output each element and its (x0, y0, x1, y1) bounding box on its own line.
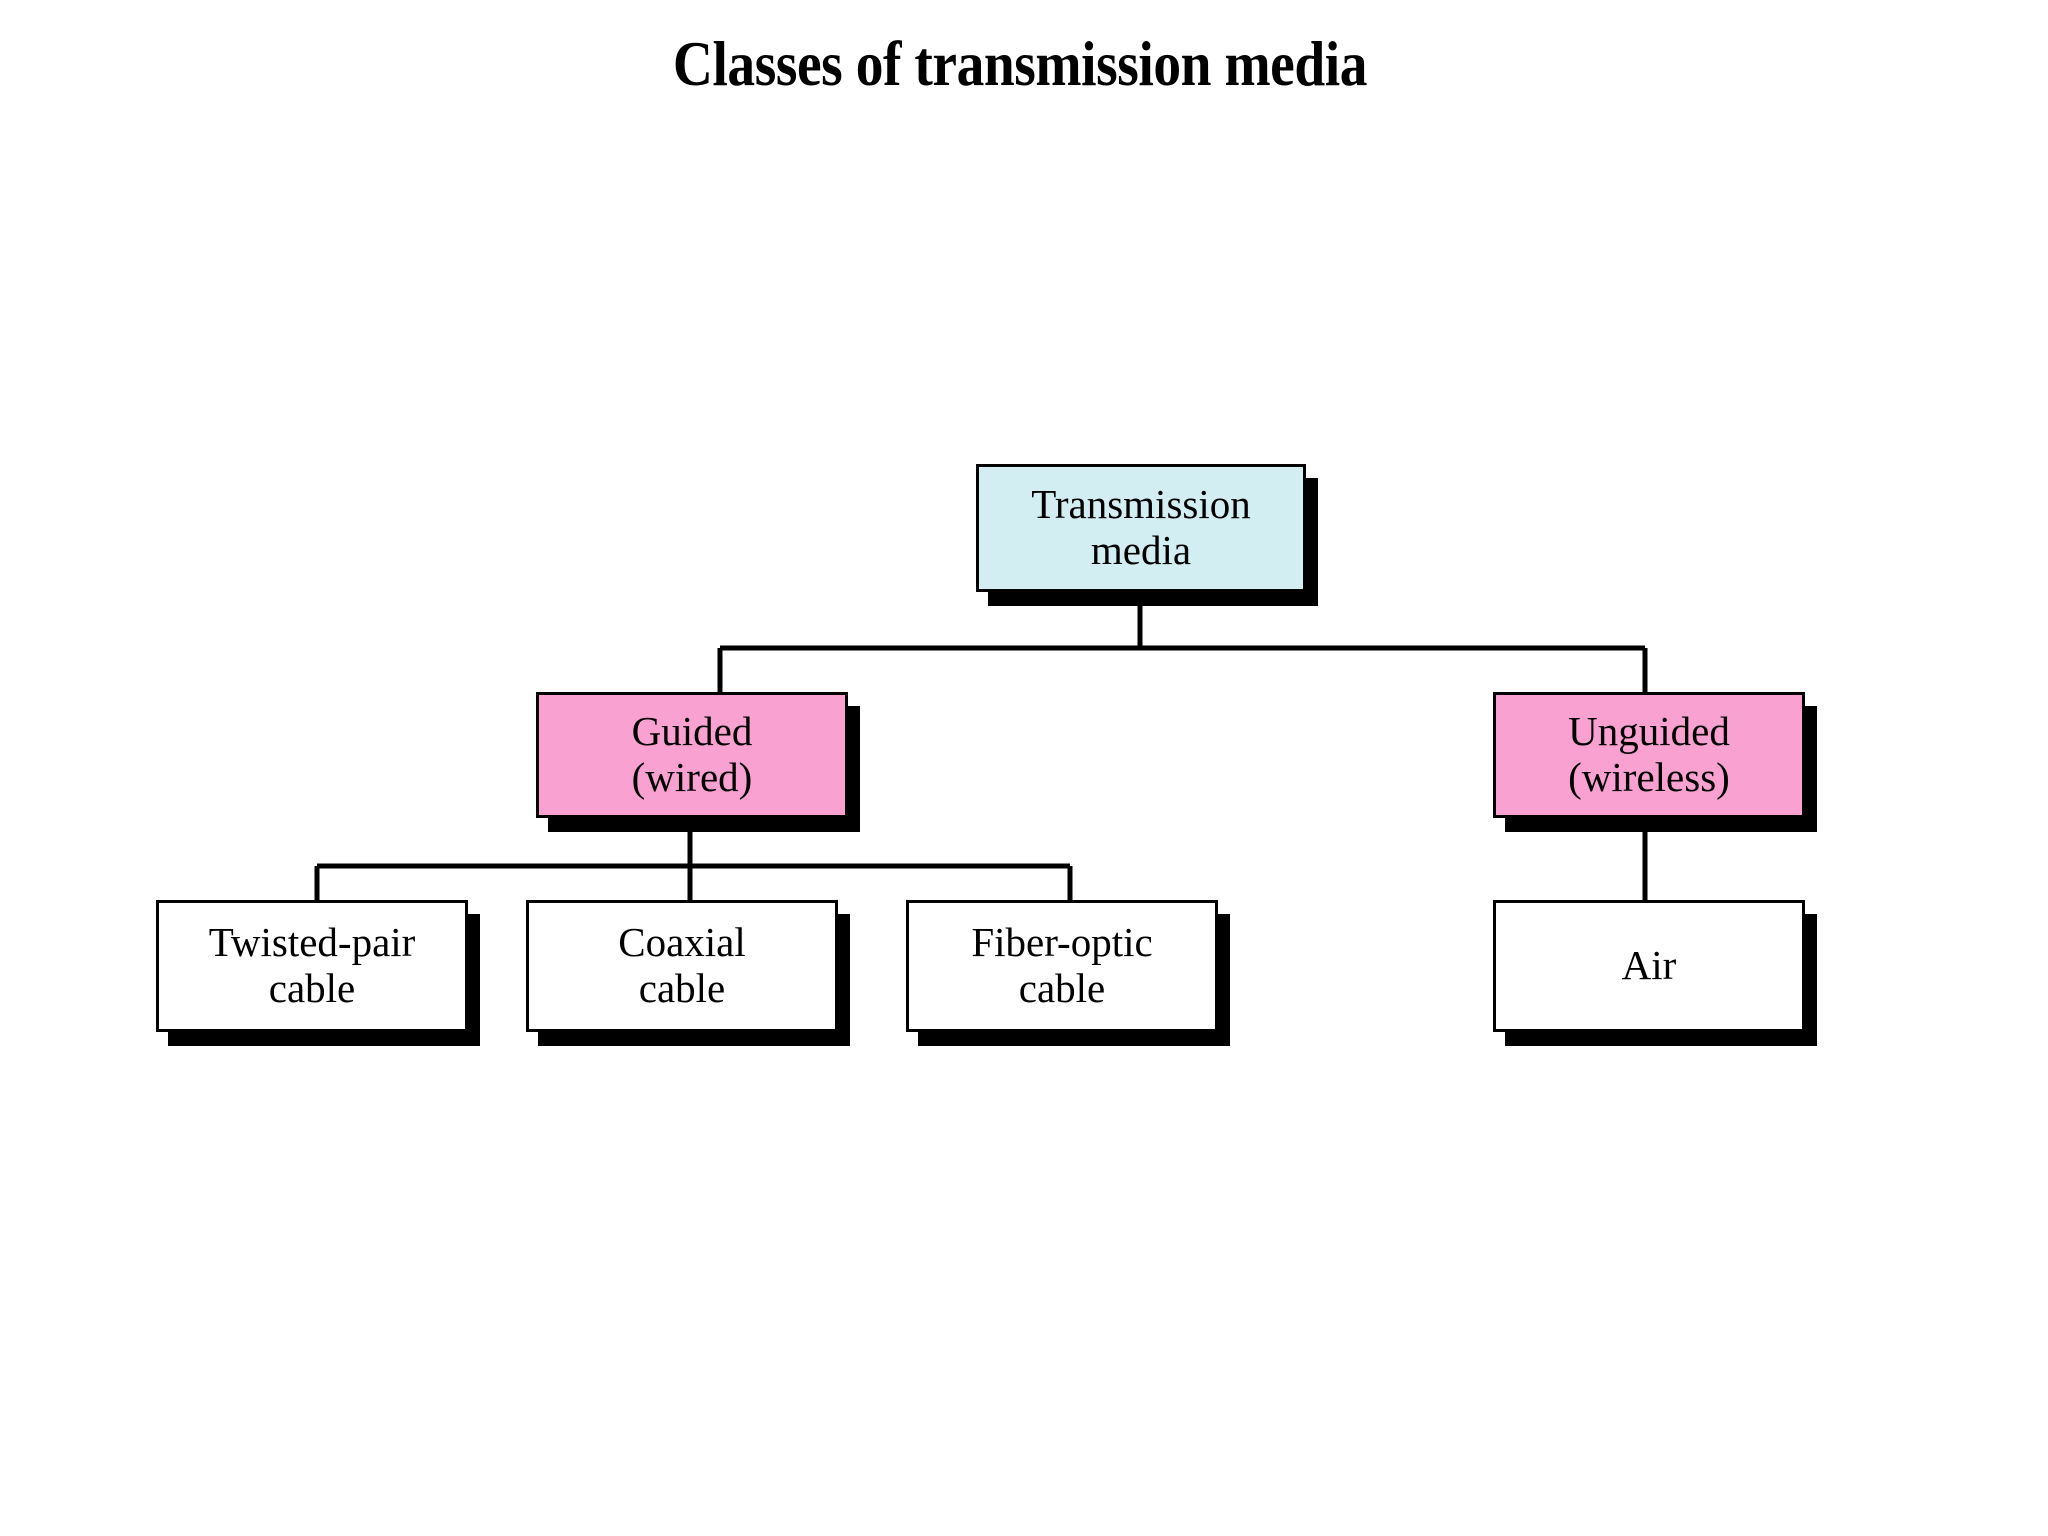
node-guided-wired[interactable]: Guided (wired) (536, 692, 848, 818)
node-twisted-pair-cable[interactable]: Twisted-pair cable (156, 900, 468, 1032)
node-air[interactable]: Air (1493, 900, 1805, 1032)
node-fiber-optic-cable[interactable]: Fiber-optic cable (906, 900, 1218, 1032)
node-guided-wired-label: Guided (wired) (631, 708, 753, 800)
node-coaxial-cable[interactable]: Coaxial cable (526, 900, 838, 1032)
node-unguided-wireless[interactable]: Unguided (wireless) (1493, 692, 1805, 818)
node-transmission-media[interactable]: Transmission media (976, 464, 1306, 592)
node-unguided-wireless-label: Unguided (wireless) (1568, 708, 1730, 800)
node-coaxial-cable-label: Coaxial cable (618, 919, 746, 1011)
node-transmission-media-label: Transmission media (1031, 481, 1251, 573)
page-title: Classes of transmission media (672, 29, 1368, 99)
node-fiber-optic-cable-label: Fiber-optic cable (971, 919, 1153, 1011)
node-air-label: Air (1621, 942, 1677, 989)
node-twisted-pair-cable-label: Twisted-pair cable (208, 919, 416, 1011)
